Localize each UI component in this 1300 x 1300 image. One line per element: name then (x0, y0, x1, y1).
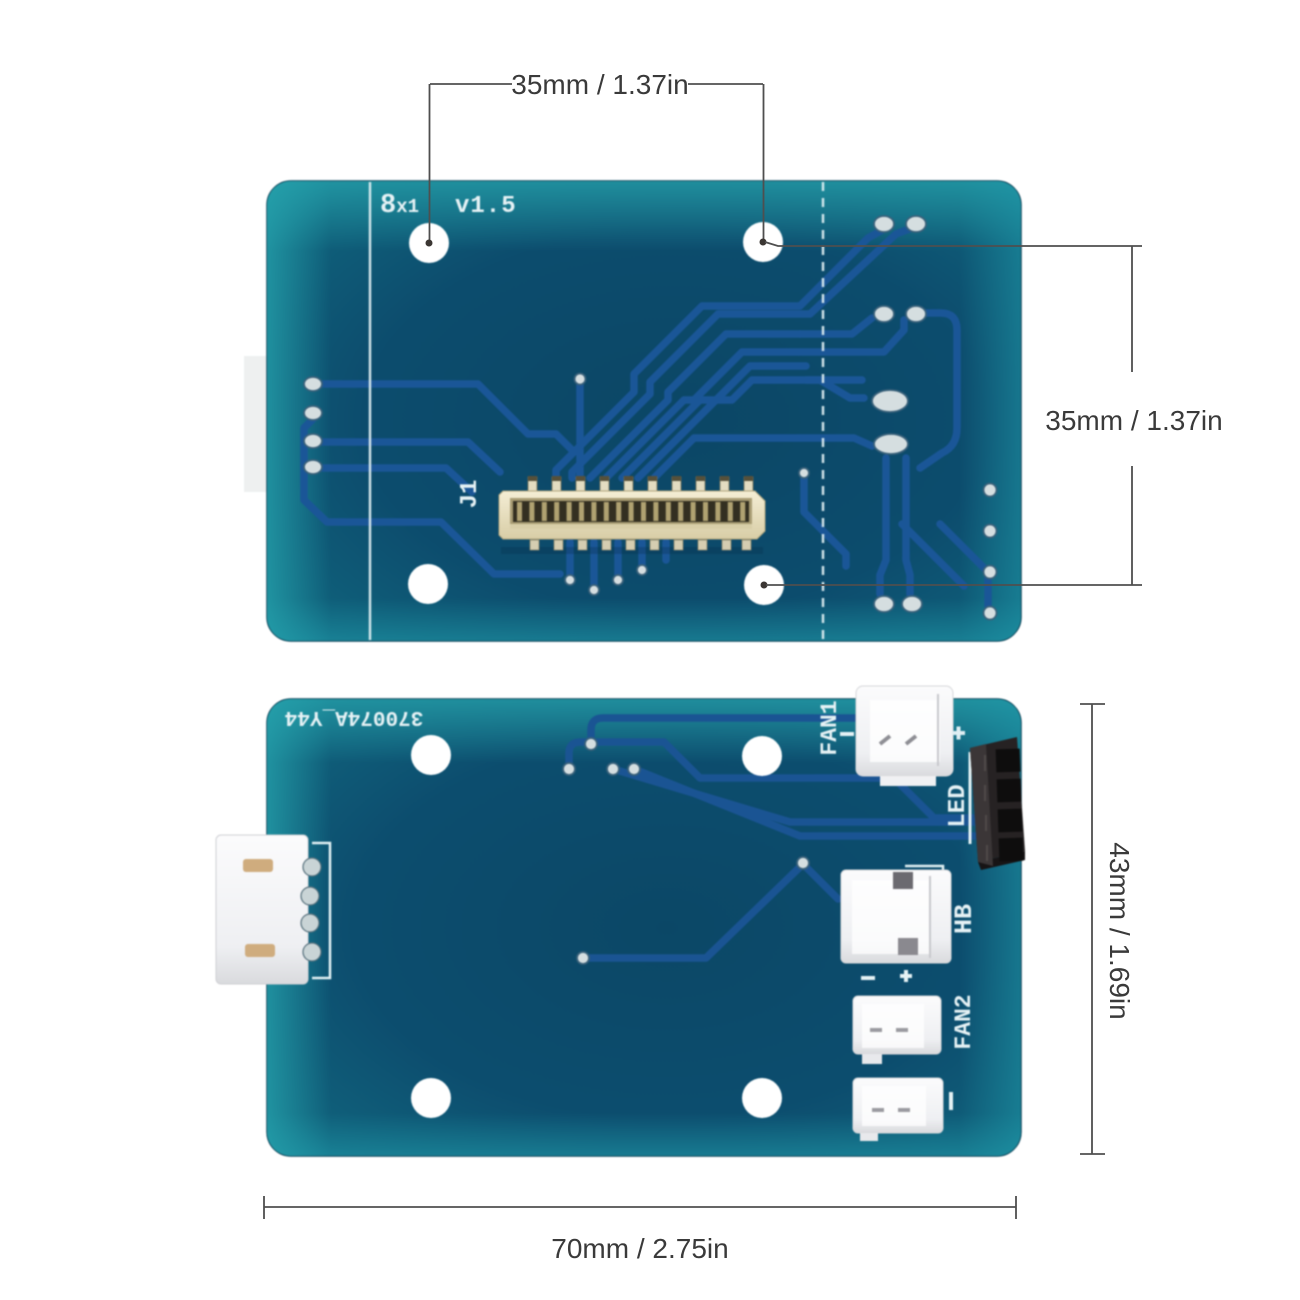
svg-text:370074A_Y44: 370074A_Y44 (285, 705, 424, 728)
svg-text:35mm / 1.37in: 35mm / 1.37in (1045, 405, 1222, 436)
svg-text:LED: LED (945, 784, 972, 827)
svg-text:HB: HB (950, 904, 979, 934)
svg-text:J1: J1 (457, 480, 484, 509)
svg-text:FAN1: FAN1 (817, 700, 843, 755)
svg-text:43mm / 1.69in: 43mm / 1.69in (1104, 842, 1135, 1019)
svg-text:70mm / 2.75in: 70mm / 2.75in (551, 1233, 728, 1264)
svg-text:8x1: 8x1 (380, 191, 419, 221)
svg-text:35mm / 1.37in: 35mm / 1.37in (511, 69, 688, 100)
svg-text:v1.5: v1.5 (455, 193, 517, 220)
svg-text:FAN2: FAN2 (951, 994, 977, 1049)
